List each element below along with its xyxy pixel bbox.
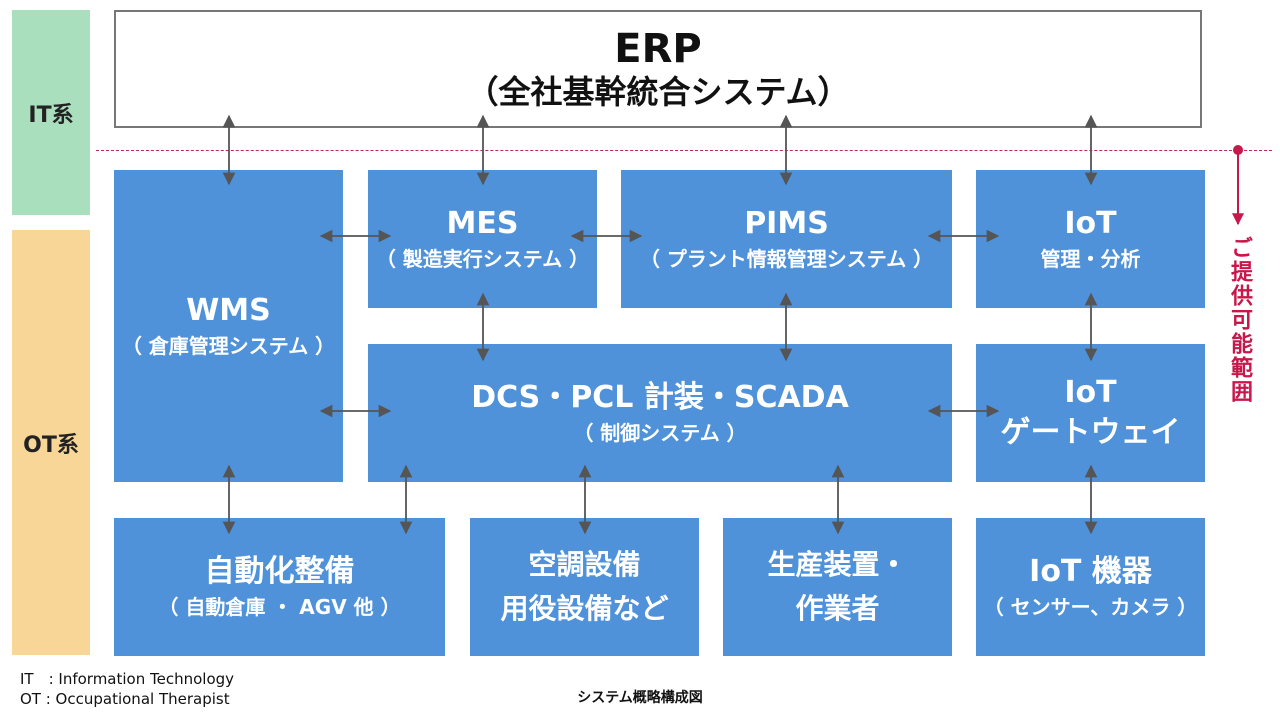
mes-title: MES <box>446 206 519 241</box>
ot-band: OT系 <box>12 230 90 655</box>
erp-title: ERP <box>614 26 702 72</box>
hvac-line1: 空調設備 <box>528 548 641 581</box>
diagram-caption: システム概略構成図 <box>577 690 703 706</box>
wms-subtitle: （ 倉庫管理システム ） <box>121 334 336 358</box>
iot-devices-title: IoT 機器 <box>1029 554 1152 589</box>
automation-subtitle: （ 自動倉庫 ・ AGV 他 ） <box>158 595 401 619</box>
legend-ot: OT : Occupational Therapist <box>20 690 230 708</box>
dcs-subtitle: （ 制御システム ） <box>573 421 747 445</box>
hvac-line2: 用役設備など <box>500 592 669 625</box>
mes-box: MES （ 製造実行システム ） <box>368 170 597 308</box>
legend-it: IT : Information Technology <box>20 670 235 688</box>
mes-subtitle: （ 製造実行システム ） <box>375 247 590 271</box>
wms-title: WMS <box>186 293 271 328</box>
erp-box: ERP （全社基幹統合システム） <box>114 10 1202 128</box>
production-line2: 作業者 <box>795 592 880 625</box>
it-band: IT系 <box>12 10 90 215</box>
it-band-label: IT系 <box>28 102 74 128</box>
scope-label: ご提供可能範囲 <box>1227 236 1252 404</box>
pims-box: PIMS （ プラント情報管理システム ） <box>621 170 952 308</box>
wms-box: WMS （ 倉庫管理システム ） <box>114 170 343 482</box>
dcs-box: DCS・PCL 計装・SCADA （ 制御システム ） <box>368 344 952 482</box>
ot-band-label: OT系 <box>23 432 79 458</box>
iot-devices-subtitle: （ センサー、カメラ ） <box>983 595 1198 619</box>
iot-mgmt-box: IoT 管理・分析 <box>976 170 1205 308</box>
pims-title: PIMS <box>744 206 829 241</box>
it-ot-boundary-line <box>96 150 1272 151</box>
pims-subtitle: （ プラント情報管理システム ） <box>639 247 934 271</box>
automation-box: 自動化整備 （ 自動倉庫 ・ AGV 他 ） <box>114 518 445 656</box>
hvac-box: 空調設備 用役設備など <box>470 518 699 656</box>
production-box: 生産装置・ 作業者 <box>723 518 952 656</box>
iot-gateway-title: IoT <box>1064 375 1117 410</box>
production-line1: 生産装置・ <box>767 548 908 581</box>
erp-subtitle: （全社基幹統合システム） <box>466 73 850 111</box>
iot-mgmt-title: IoT <box>1064 206 1117 241</box>
iot-mgmt-subtitle: 管理・分析 <box>1040 247 1141 271</box>
automation-title: 自動化整備 <box>204 554 355 589</box>
iot-devices-box: IoT 機器 （ センサー、カメラ ） <box>976 518 1205 656</box>
iot-gateway-subtitle: ゲートウェイ <box>1000 415 1181 450</box>
iot-gateway-box: IoT ゲートウェイ <box>976 344 1205 482</box>
dcs-title: DCS・PCL 計装・SCADA <box>471 380 849 415</box>
